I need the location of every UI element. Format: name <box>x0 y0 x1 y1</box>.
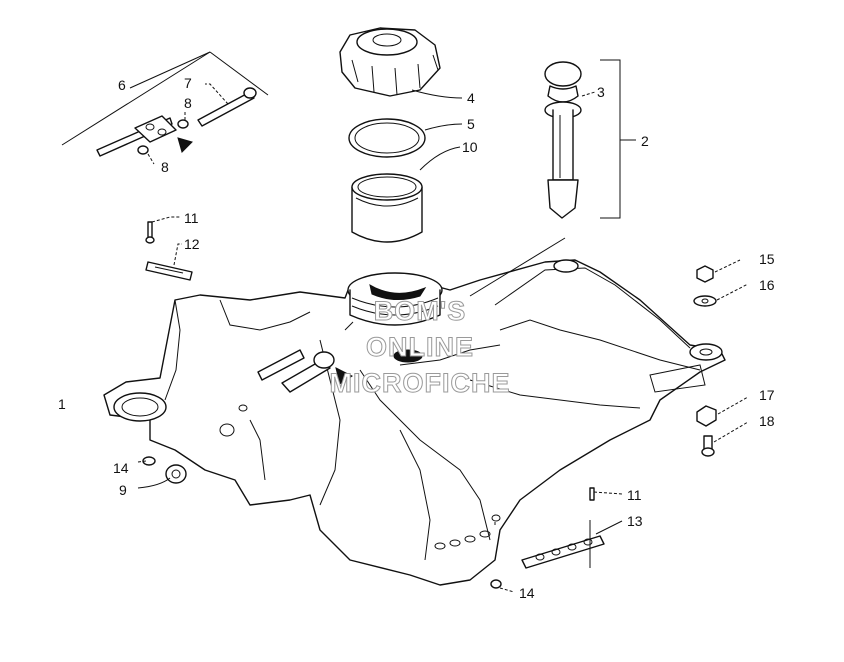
strap-assembly <box>61 51 269 157</box>
callout-13: 13 <box>627 513 643 529</box>
callout-5: 5 <box>467 116 475 132</box>
callout-8-upper: 8 <box>184 95 192 111</box>
fuel-tank <box>103 237 726 586</box>
watermark: BOM'S ONLINE MICROFICHE <box>329 296 511 399</box>
callout-15: 15 <box>759 251 775 267</box>
callout-18: 18 <box>759 413 775 429</box>
watermark-line-2: ONLINE <box>366 332 474 362</box>
watermark-line-1: BOM'S <box>374 296 466 326</box>
callout-10: 10 <box>462 139 478 155</box>
callout-9: 9 <box>119 482 127 498</box>
callout-labels: 1 2 3 4 5 6 7 8 8 9 10 11 12 11 13 14 14… <box>58 75 775 601</box>
callout-6: 6 <box>118 77 126 93</box>
leader-lines <box>129 51 749 593</box>
callout-14-bottom: 14 <box>519 585 535 601</box>
callout-12: 12 <box>184 236 200 252</box>
callout-7: 7 <box>184 75 192 91</box>
callout-8-lower: 8 <box>161 159 169 175</box>
fuel-strainer <box>351 173 423 243</box>
callout-16: 16 <box>759 277 775 293</box>
callout-3: 3 <box>597 84 605 100</box>
hardware <box>142 221 717 589</box>
callout-14-left: 14 <box>113 460 129 476</box>
watermark-line-3: MICROFICHE <box>330 368 511 398</box>
fuel-cap <box>339 27 441 97</box>
callout-2: 2 <box>641 133 649 149</box>
callout-4: 4 <box>467 90 475 106</box>
callout-1: 1 <box>58 396 66 412</box>
callout-17: 17 <box>759 387 775 403</box>
callout-11-lower: 11 <box>627 487 642 503</box>
fuel-gauge <box>544 61 582 219</box>
callout-11-upper: 11 <box>184 210 199 226</box>
cap-gasket <box>348 118 426 158</box>
